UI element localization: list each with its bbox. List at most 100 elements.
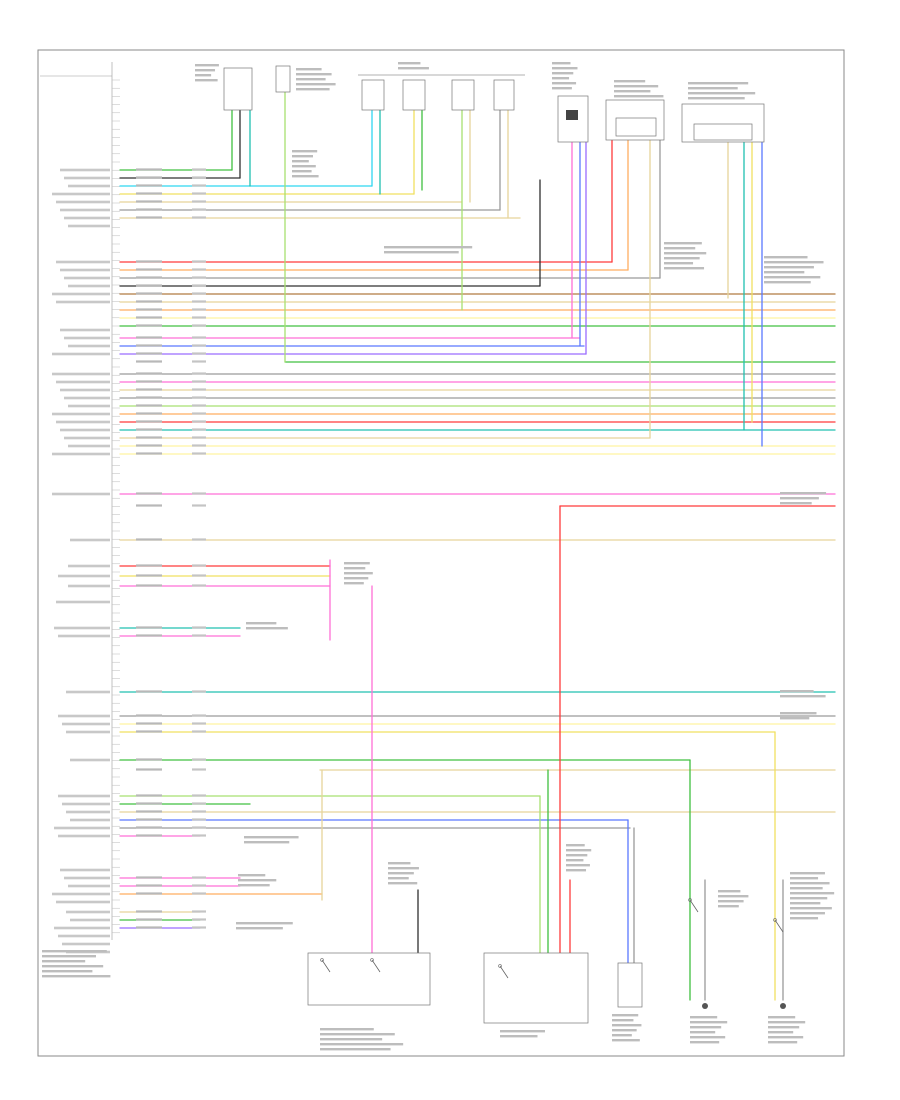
wire-gauge xyxy=(192,884,206,887)
wire-label xyxy=(136,316,162,319)
wire-label xyxy=(136,768,162,771)
pin-label xyxy=(70,918,110,922)
pin-label xyxy=(62,722,110,726)
wire-gauge xyxy=(192,810,206,813)
switch-terminal xyxy=(320,958,324,962)
bottom-components xyxy=(307,952,786,1024)
wire-gauge xyxy=(192,714,206,717)
label-text xyxy=(790,892,835,895)
harness-wires xyxy=(119,168,836,929)
label-text xyxy=(236,927,283,930)
pin-label xyxy=(70,818,110,822)
switch-contact xyxy=(774,919,784,933)
label-text xyxy=(296,83,336,86)
label-text xyxy=(566,854,588,857)
wire-gauge xyxy=(192,396,206,399)
switch-contact xyxy=(499,965,509,979)
injector-1 xyxy=(361,79,385,111)
pin-label xyxy=(56,600,110,604)
pin-label xyxy=(68,584,110,588)
wire-label xyxy=(136,892,162,895)
pin-label xyxy=(52,192,110,196)
pin-label xyxy=(64,436,110,440)
pin-label xyxy=(58,574,110,578)
wire-gauge xyxy=(192,538,206,541)
wire-label xyxy=(136,404,162,407)
label-text xyxy=(768,1036,804,1039)
switch-terminal xyxy=(773,918,777,922)
label-text xyxy=(292,170,312,173)
wire-gauge xyxy=(192,634,206,637)
label-text xyxy=(388,872,414,875)
pin-label xyxy=(64,176,110,180)
wire-label xyxy=(136,730,162,733)
wire-gauge xyxy=(192,802,206,805)
pin-label xyxy=(62,802,110,806)
wire-label xyxy=(136,758,162,761)
wire-label xyxy=(136,352,162,355)
pin-label xyxy=(58,714,110,718)
wire-label xyxy=(136,884,162,887)
label-text xyxy=(384,251,459,254)
label-text xyxy=(764,261,824,264)
label-text xyxy=(790,897,828,900)
wire-gauge xyxy=(192,388,206,391)
wire-label xyxy=(136,428,162,431)
wire-gauge xyxy=(192,794,206,797)
label-text xyxy=(195,74,212,77)
wire-label xyxy=(136,420,162,423)
wire-label xyxy=(136,276,162,279)
switch-contact xyxy=(689,899,699,913)
wire-label xyxy=(136,436,162,439)
diagram-frame xyxy=(37,49,845,1057)
label-text xyxy=(664,267,705,270)
wire-label xyxy=(136,344,162,347)
pin-label xyxy=(58,934,110,938)
pin-label xyxy=(56,300,110,304)
wire-gauge xyxy=(192,730,206,733)
wire-label xyxy=(136,910,162,913)
wire-label xyxy=(136,714,162,717)
wire-label xyxy=(136,876,162,879)
wire-label xyxy=(136,360,162,363)
label-text xyxy=(612,1039,640,1042)
label-text xyxy=(42,960,86,963)
pin-label xyxy=(66,810,110,814)
label-text xyxy=(790,912,825,915)
switch-terminal xyxy=(370,958,374,962)
label-text xyxy=(320,1048,391,1051)
label-text xyxy=(612,1014,639,1017)
pin-label xyxy=(60,268,110,272)
top-components xyxy=(223,65,765,143)
label-text xyxy=(552,62,571,65)
label-text xyxy=(614,85,659,88)
clutch-switch-box xyxy=(307,952,431,1006)
label-text xyxy=(612,1024,642,1027)
label-text xyxy=(664,262,694,265)
pin-label xyxy=(64,336,110,340)
label-text xyxy=(614,80,646,83)
label-text xyxy=(790,907,832,910)
pin-label xyxy=(58,834,110,838)
label-text xyxy=(768,1026,800,1029)
pin-label xyxy=(68,404,110,408)
pin-label xyxy=(68,564,110,568)
label-text xyxy=(664,247,696,250)
wire-gauge xyxy=(192,876,206,879)
wire-gauge xyxy=(192,284,206,287)
label-text xyxy=(320,1038,383,1041)
wire-gauge xyxy=(192,352,206,355)
injector-2 xyxy=(402,79,426,111)
label-text xyxy=(344,572,373,575)
wire-label xyxy=(136,834,162,837)
ignition-coil-core xyxy=(566,110,578,120)
wire-label xyxy=(136,388,162,391)
wire-label xyxy=(136,324,162,327)
wire-gauge xyxy=(192,308,206,311)
label-text xyxy=(612,1029,637,1032)
label-text xyxy=(566,849,592,852)
pin-label xyxy=(56,420,110,424)
wire-gauge xyxy=(192,292,206,295)
label-text xyxy=(388,882,418,885)
label-text xyxy=(764,271,805,274)
